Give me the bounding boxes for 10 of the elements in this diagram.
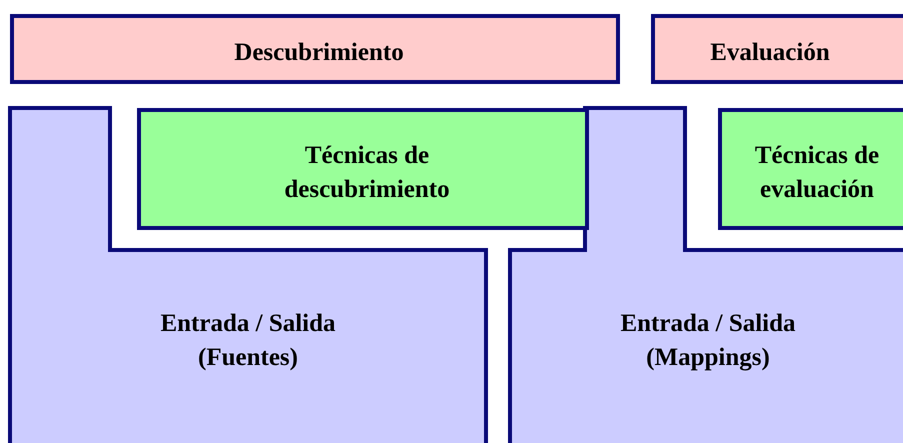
- box-label: Entrada / Salida (Fuentes): [159, 309, 337, 373]
- technique-box: [718, 108, 903, 230]
- box-label: Entrada / Salida (Mappings): [619, 309, 797, 373]
- box-label: Técnicas de descubrimiento: [283, 141, 451, 205]
- phase-title: Descubrimiento: [234, 38, 404, 68]
- phase-bar: [10, 14, 620, 84]
- box-label: Técnicas de evaluación: [754, 141, 880, 205]
- phase-title: Evaluación: [710, 38, 830, 68]
- phase-bar: [651, 14, 903, 84]
- technique-box: [137, 108, 589, 230]
